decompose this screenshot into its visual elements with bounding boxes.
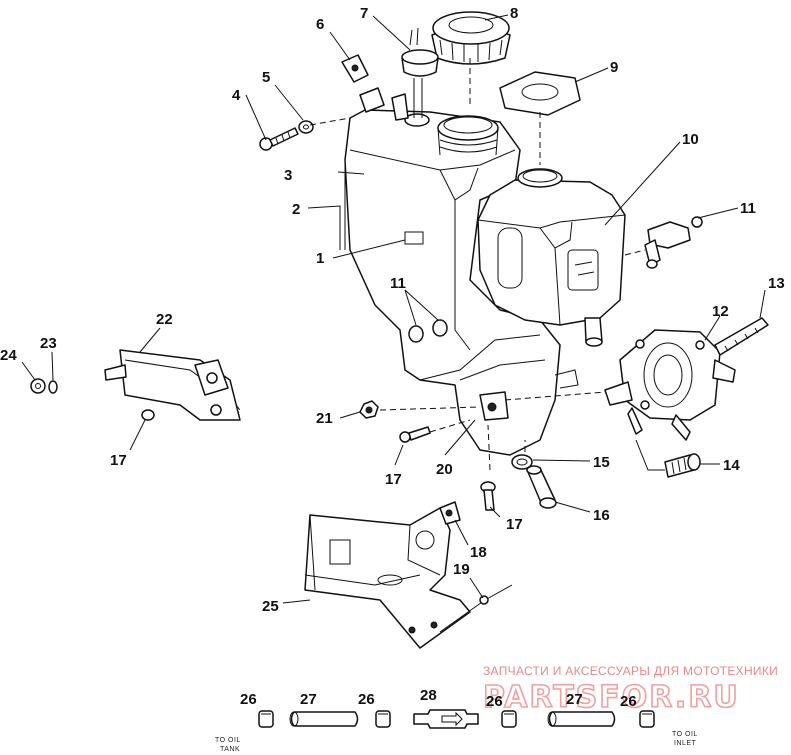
clip[interactable] (341, 54, 369, 83)
screw-4[interactable] (259, 127, 299, 151)
callout-28: 28 (420, 687, 437, 704)
fitting-11[interactable] (644, 216, 703, 269)
to-oil-tank-label-line2: TANK (220, 746, 240, 753)
callout-3: 3 (284, 167, 292, 184)
oil-level-sensor[interactable] (401, 27, 439, 118)
nut-24[interactable] (30, 378, 46, 394)
callout-27-a: 27 (300, 691, 317, 708)
callout-26-a: 26 (240, 691, 257, 708)
bolt-14[interactable] (664, 453, 701, 478)
hose-clamp-15[interactable] (511, 454, 533, 470)
callout-17-center: 17 (385, 471, 402, 488)
callout-6: 6 (316, 16, 324, 33)
hose-clamp-26-b[interactable] (375, 710, 391, 728)
hose-27-b[interactable] (547, 711, 616, 727)
oil-reservoir[interactable] (477, 168, 626, 347)
callout-19: 19 (453, 561, 470, 578)
callout-20: 20 (436, 461, 453, 478)
clip-18[interactable] (439, 501, 461, 525)
oil-pump[interactable] (604, 329, 736, 441)
hose-clamp-26-c[interactable] (501, 710, 517, 728)
mount-bracket-22[interactable] (104, 349, 241, 421)
nut-21[interactable] (359, 400, 379, 419)
callout-5: 5 (262, 69, 270, 86)
leader-lines (21, 14, 766, 604)
callout-11-right: 11 (740, 200, 756, 217)
callout-11-left: 11 (390, 275, 406, 292)
screw-17-lower[interactable] (480, 481, 496, 511)
watermark-tagline: ЗАПЧАСТИ И АКСЕССУАРЫ ДЛЯ МОТОТЕХНИКИ (483, 664, 778, 678)
reservoir-gasket[interactable] (499, 71, 581, 116)
hose-clamp-26-d[interactable] (639, 710, 655, 728)
oil-tank[interactable] (344, 109, 579, 456)
callout-10: 10 (682, 131, 699, 148)
callout-27-b: 27 (566, 691, 583, 708)
callout-26-c: 26 (486, 693, 503, 710)
screw-17-center[interactable] (399, 426, 431, 443)
tank-label-decal (404, 231, 424, 245)
callout-8: 8 (510, 5, 518, 22)
callout-15: 15 (593, 454, 610, 471)
callout-7: 7 (360, 5, 368, 22)
watermark-brand: PARTSFOR.RU (483, 680, 740, 715)
callout-16: 16 (593, 507, 610, 524)
callout-12: 12 (712, 303, 729, 320)
callout-18: 18 (470, 544, 487, 561)
callout-13: 13 (768, 275, 785, 292)
callout-2: 2 (292, 201, 300, 218)
line-end-labels: TO OIL TANK TO OIL INLET (215, 731, 698, 753)
elbow-fitting-16[interactable] (526, 465, 557, 509)
callout-9: 9 (610, 59, 618, 76)
sensor-clip (391, 93, 409, 121)
hose-clamp-26-a[interactable] (258, 710, 274, 728)
to-oil-inlet-label-line1: TO OIL (672, 731, 698, 738)
washer-23[interactable] (48, 380, 58, 394)
callout-14: 14 (723, 457, 740, 474)
callout-22: 22 (156, 311, 173, 328)
washer-5[interactable] (298, 120, 314, 134)
callout-1: 1 (316, 250, 324, 267)
callout-21: 21 (316, 410, 333, 427)
tank-cap[interactable] (431, 11, 511, 65)
to-oil-tank-label-line1: TO OIL (215, 737, 241, 744)
callout-17-lower: 17 (506, 516, 523, 533)
callout-17-left: 17 (110, 452, 127, 469)
callout-23: 23 (40, 335, 57, 352)
to-oil-inlet-label-line2: INLET (674, 740, 697, 747)
callout-labels: 1 2 3 4 5 6 7 8 9 10 11 11 12 13 14 15 1… (0, 5, 785, 710)
hose-27-a[interactable] (289, 711, 359, 727)
callout-26-b: 26 (358, 691, 375, 708)
callout-24: 24 (0, 347, 17, 364)
callout-4: 4 (232, 87, 241, 104)
callout-26-d: 26 (620, 693, 637, 710)
callout-25: 25 (262, 598, 279, 615)
cable-tie-19[interactable] (439, 584, 513, 633)
inline-filter-28[interactable] (413, 709, 479, 729)
washer-17-left[interactable] (141, 409, 155, 421)
watermark: ЗАПЧАСТИ И АКСЕССУАРЫ ДЛЯ МОТОТЕХНИКИ PA… (482, 664, 778, 716)
assembly-lines (235, 58, 646, 471)
bracket-tab (359, 87, 385, 113)
pump-cable[interactable] (714, 317, 769, 356)
support-plate-25[interactable] (304, 507, 471, 649)
